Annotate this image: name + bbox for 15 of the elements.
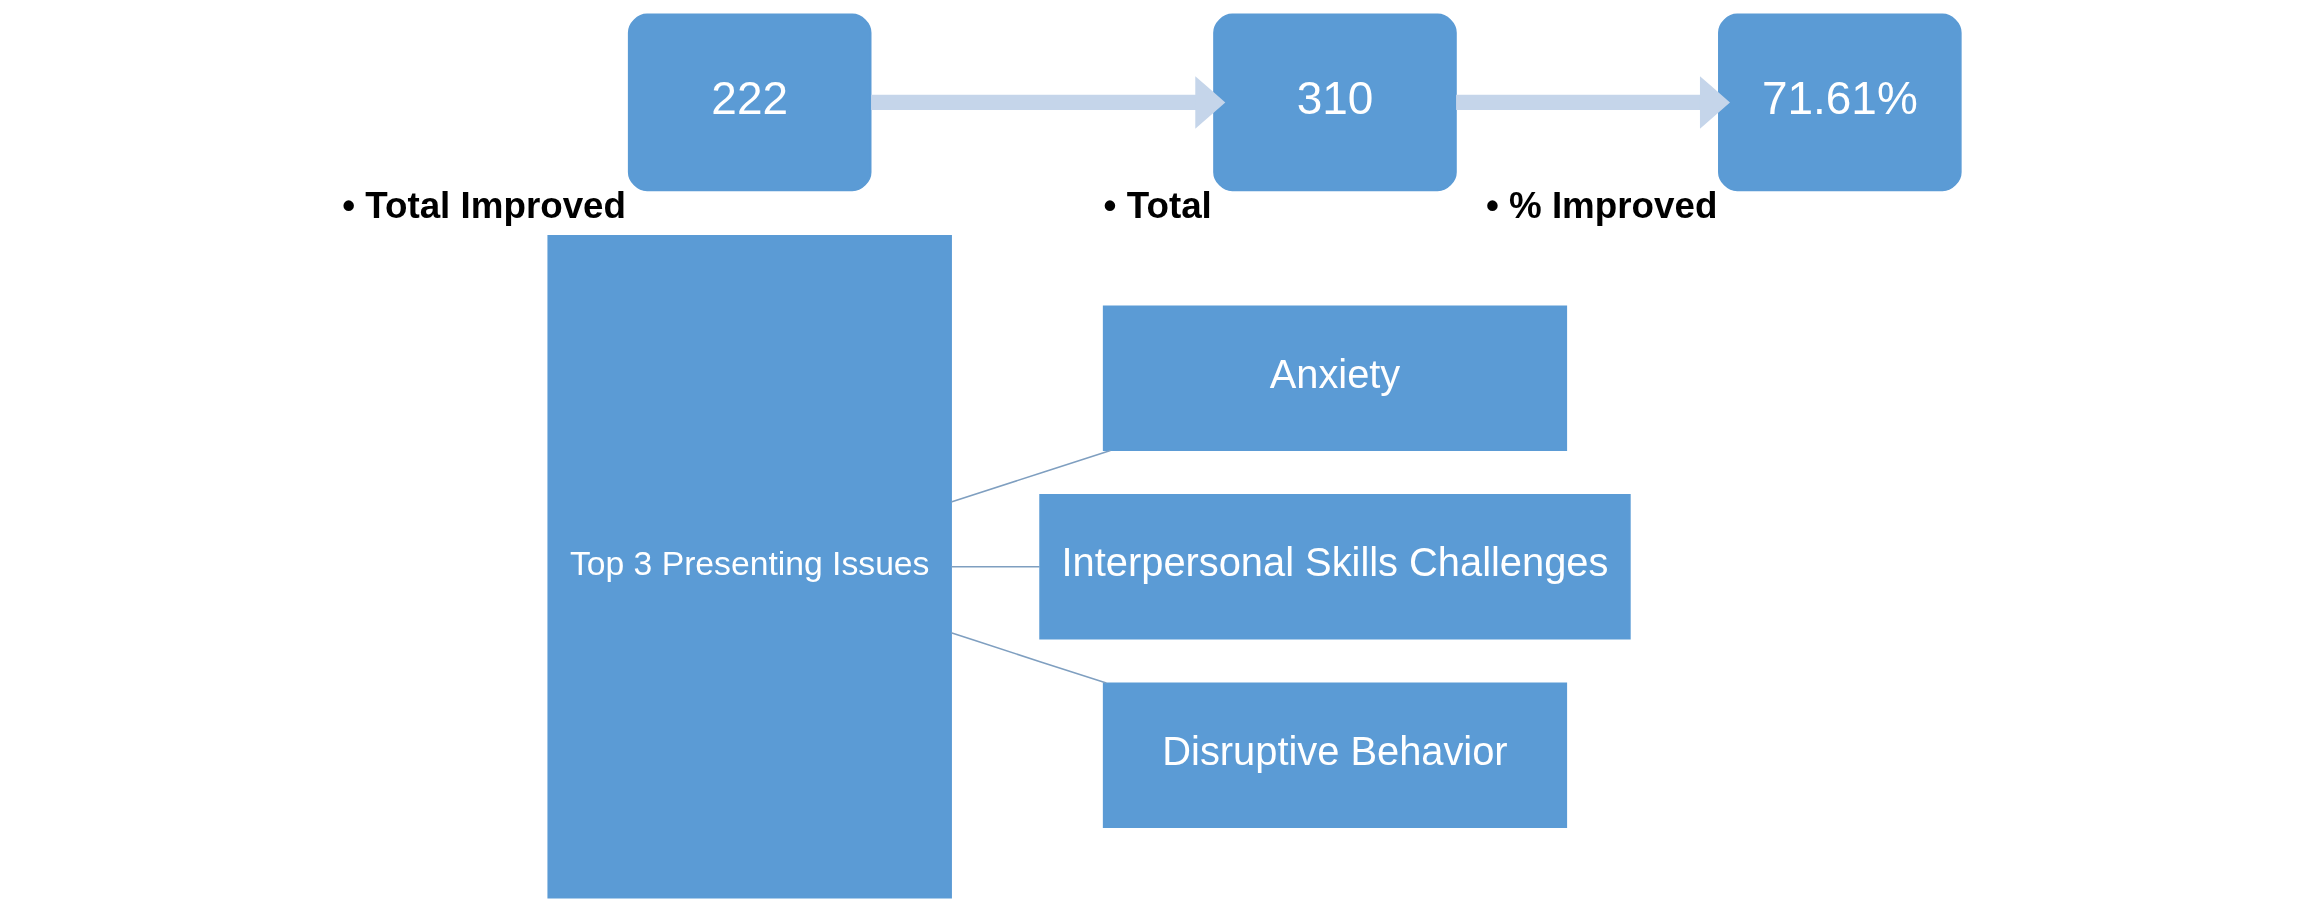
connector: [950, 565, 1041, 568]
node-box: Anxiety: [1102, 305, 1568, 451]
connector: [950, 631, 1108, 684]
node-box: 310: [1213, 13, 1457, 192]
node-box: 71.61%: [1718, 13, 1962, 192]
node-box: 222: [627, 13, 872, 192]
node-box: Disruptive Behavior: [1102, 682, 1568, 828]
node-box: Interpersonal Skills Challenges: [1039, 493, 1631, 640]
node-box: Top 3 Presenting Issues: [547, 235, 952, 899]
arrow: [1456, 76, 1730, 129]
connector: [950, 449, 1112, 503]
node-label: • % Improved: [1485, 185, 1718, 227]
node-label: • Total Improved: [342, 185, 626, 227]
arrow: [871, 76, 1226, 129]
node-label: • Total: [1103, 185, 1212, 227]
